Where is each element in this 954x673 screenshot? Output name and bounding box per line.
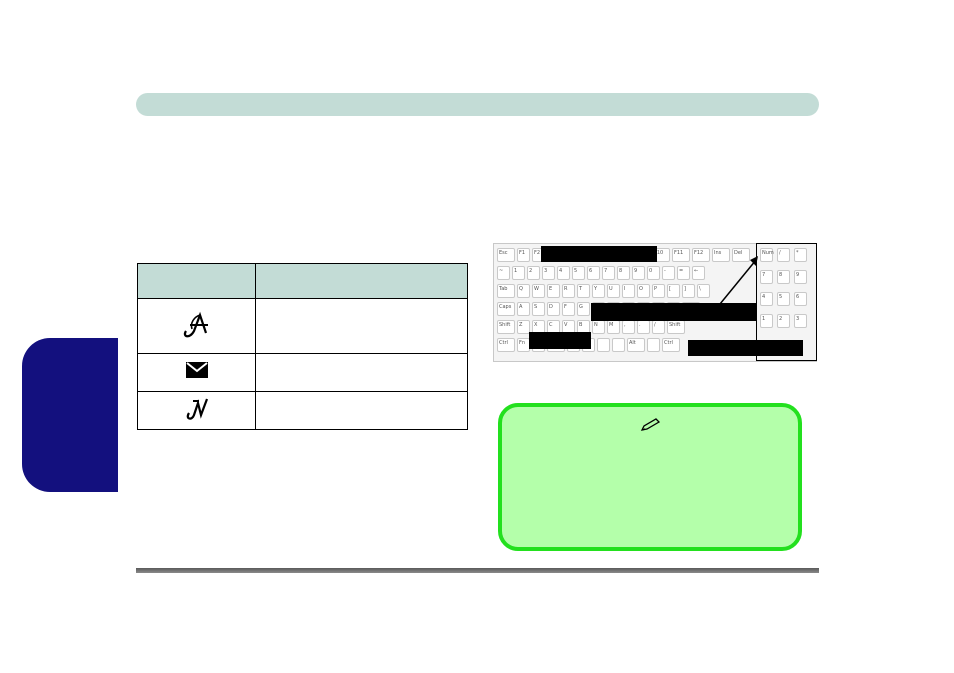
table-cell-function (255, 353, 468, 392)
table-cell-icon (137, 353, 256, 392)
keyboard-key: Ctrl (662, 338, 680, 352)
keyboard-key: Shift (667, 320, 685, 334)
keyboard-key: Ins (712, 248, 730, 262)
keyboard-key: Tab (497, 284, 515, 298)
pencil-icon (640, 418, 662, 437)
keyboard-key: 9 (632, 266, 645, 280)
keyboard-key: F1 (517, 248, 530, 262)
keyboard-key (612, 338, 625, 352)
keyboard-key: / (652, 320, 665, 334)
numpad-key: * (794, 248, 807, 262)
keyboard-key: \ (697, 284, 710, 298)
keyboard-key: 3 (542, 266, 555, 280)
table-cell-function (255, 298, 468, 354)
keyboard-key: 1 (512, 266, 525, 280)
keyboard-key: 6 (587, 266, 600, 280)
keyboard-key: , (622, 320, 635, 334)
keyboard-key: Del (732, 248, 750, 262)
hot-key-table (137, 263, 468, 430)
keyboard-key: 8 (617, 266, 630, 280)
keyboard-key: Caps (497, 302, 515, 316)
keyboard-key: O (637, 284, 650, 298)
table-header-cell-function (255, 263, 468, 299)
keyboard-key: U (607, 284, 620, 298)
keyboard-key: F (562, 302, 575, 316)
keyboard-key: A (517, 302, 530, 316)
keyboard-key (597, 338, 610, 352)
keyboard-key: 5 (572, 266, 585, 280)
keyboard-key: [ (667, 284, 680, 298)
table-cell-icon (137, 391, 256, 430)
numpad-key: 9 (794, 270, 807, 284)
keyboard-key: F12 (692, 248, 710, 262)
numpad-key: 8 (777, 270, 790, 284)
keyboard-key: I (622, 284, 635, 298)
numpad-key: / (777, 248, 790, 262)
web-key-icon (183, 398, 211, 425)
keyboard-key: 4 (557, 266, 570, 280)
numpad-key: 6 (794, 292, 807, 306)
numpad-highlight-frame (756, 243, 817, 361)
keyboard-key: Y (592, 284, 605, 298)
keyboard-key: G (577, 302, 590, 316)
callout-label-bottom-right (688, 340, 803, 356)
keyboard-key: ] (682, 284, 695, 298)
chapter-header-bar (136, 93, 819, 116)
numpad-key: 3 (794, 314, 807, 328)
keyboard-key: ~ (497, 266, 510, 280)
numpad-key: Num (760, 248, 774, 262)
keyboard-key: Ctrl (497, 338, 515, 352)
keyboard-key: Shift (497, 320, 515, 334)
table-row (137, 353, 468, 392)
keyboard-key: M (607, 320, 620, 334)
keyboard-key: . (637, 320, 650, 334)
keyboard-key: W (532, 284, 545, 298)
table-row (137, 298, 468, 354)
keyboard-key: Alt (627, 338, 645, 352)
table-header-cell-icon (137, 263, 256, 299)
keyboard-key: Z (517, 320, 530, 334)
numpad-key: 2 (777, 314, 790, 328)
numpad-key: 4 (760, 292, 773, 306)
callout-label-top (541, 246, 657, 262)
keyboard-key (647, 338, 660, 352)
keyboard-key: P (652, 284, 665, 298)
keyboard-key: - (662, 266, 675, 280)
numpad-key: 1 (760, 314, 773, 328)
table-cell-function (255, 391, 468, 430)
keyboard-key: 0 (647, 266, 660, 280)
keyboard-key: R (562, 284, 575, 298)
keyboard-key: 7 (602, 266, 615, 280)
keyboard-key: T (577, 284, 590, 298)
keyboard-key: Esc (497, 248, 515, 262)
numpad-key: 5 (777, 292, 790, 306)
keyboard-key: 2 (527, 266, 540, 280)
keyboard-key: E (547, 284, 560, 298)
chapter-side-tab (22, 338, 118, 492)
keyboard-key: D (547, 302, 560, 316)
callout-label-middle (591, 303, 756, 321)
keyboard-key: S (532, 302, 545, 316)
footer-divider (136, 568, 819, 573)
numpad-key: 7 (760, 270, 773, 284)
table-header-row (137, 263, 468, 299)
keyboard-key: N (592, 320, 605, 334)
mail-key-icon (185, 362, 209, 383)
table-cell-icon (137, 298, 256, 354)
callout-arrow (719, 256, 758, 305)
keyboard-key: B (577, 320, 590, 334)
keyboard-key: Q (517, 284, 530, 298)
table-row (137, 391, 468, 430)
callout-label-bottom-left (529, 332, 591, 349)
keyboard-key: = (677, 266, 690, 280)
keyboard-key: ← (692, 266, 705, 280)
keyboard-key: F11 (672, 248, 690, 262)
application-key-icon (180, 311, 214, 343)
